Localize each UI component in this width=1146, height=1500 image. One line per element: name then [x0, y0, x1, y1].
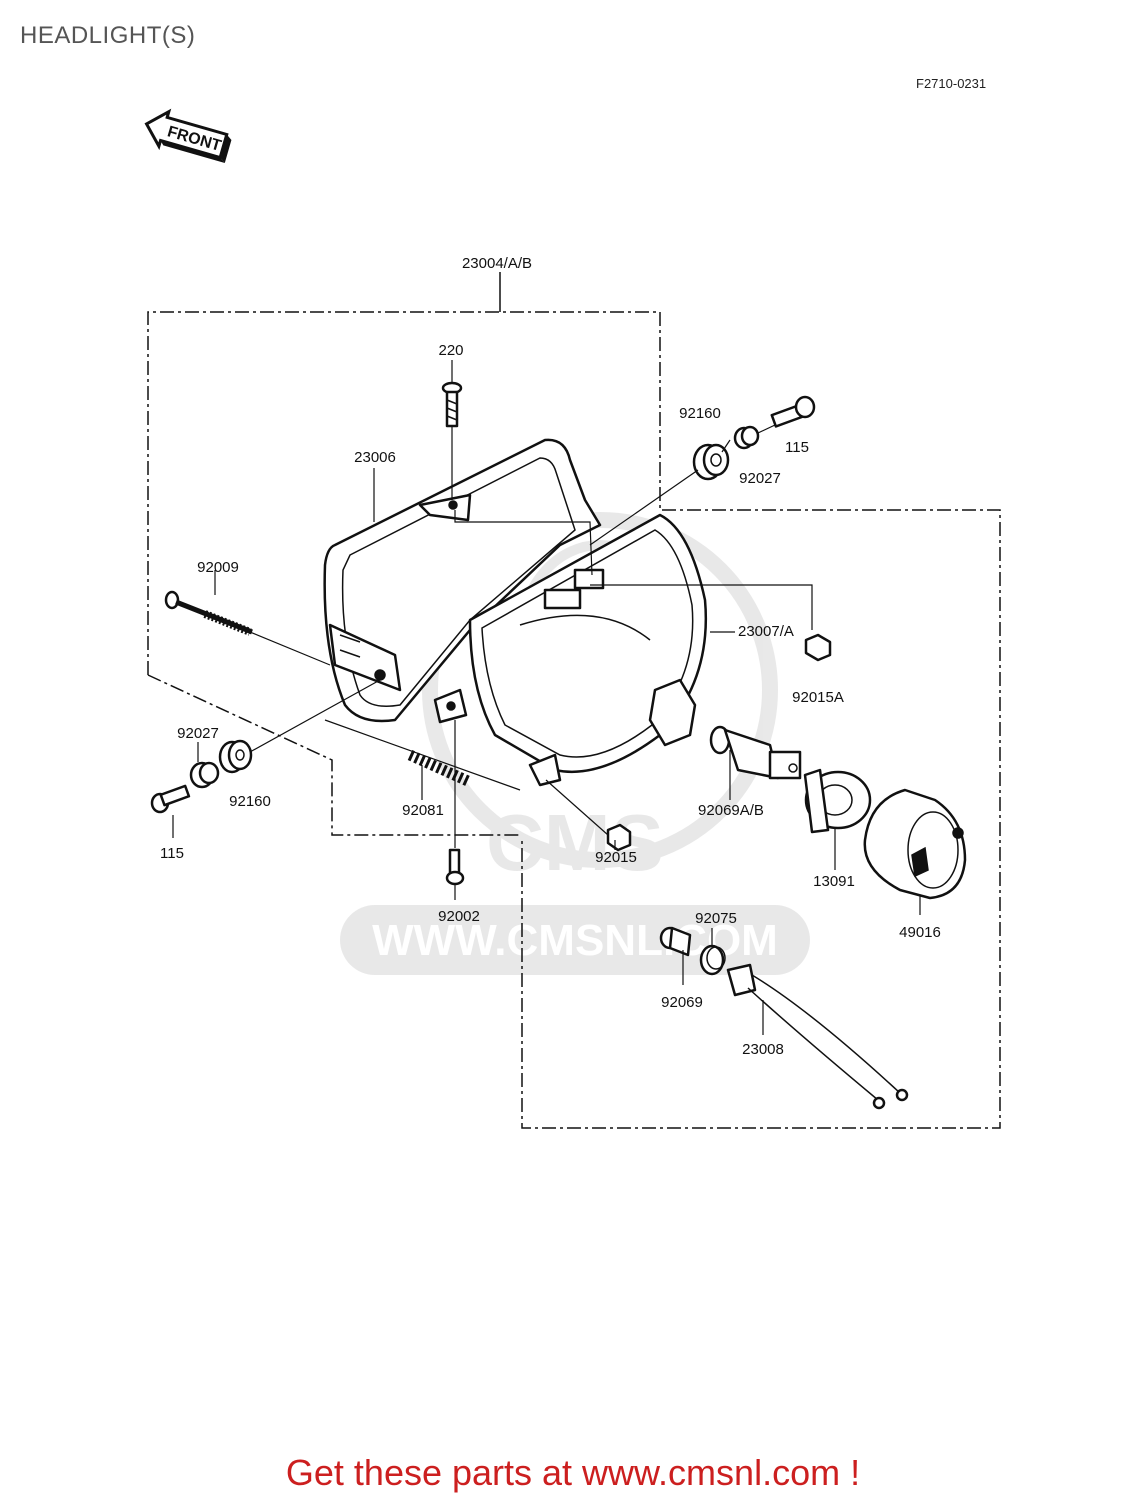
grommet-92160-left-icon: [218, 739, 253, 774]
label-220: 220: [438, 342, 463, 359]
label-115-right: 115: [785, 439, 809, 456]
collar-92027-right-icon: [733, 425, 760, 450]
label-13091: 13091: [813, 873, 855, 890]
bolt-115-left-icon: [150, 784, 191, 814]
screw-92002-icon: [445, 848, 465, 886]
label-92009: 92009: [197, 559, 239, 576]
spring-92081-icon: [407, 749, 473, 788]
front-arrow-icon: FRONT: [144, 108, 232, 164]
nut-92015a-icon: [804, 633, 832, 662]
headlight-unit-icon: [468, 513, 708, 787]
collar-92027-left-icon: [189, 761, 220, 789]
label-49016: 49016: [899, 924, 941, 941]
bulb-92069-icon: [659, 926, 692, 957]
label-92160-left: 92160: [229, 793, 271, 810]
label-92002: 92002: [438, 908, 480, 925]
bolt-115-right-icon: [770, 395, 816, 428]
label-92015: 92015: [595, 849, 637, 866]
lead-23008-icon: [726, 963, 909, 1110]
bulb-92069ab-icon: [709, 725, 802, 780]
socket-92075-icon: [699, 944, 726, 976]
cover-49016-icon: [863, 788, 967, 900]
label-92081: 92081: [402, 802, 444, 819]
watermark-brand: CMS: [486, 798, 664, 887]
adjust-screw-92009-icon: [164, 590, 253, 636]
assembly-bracket: [147, 272, 1001, 1129]
figure-code: F2710-0231: [916, 76, 987, 91]
grommet-92160-right-icon: [692, 443, 730, 481]
label-92160-right: 92160: [679, 405, 721, 422]
watermark: CMS WWW.CMSNL.COM: [340, 512, 810, 975]
label-92069ab: 92069A/B: [698, 802, 764, 819]
promo-banner-link[interactable]: Get these parts at www.cmsnl.com !: [285, 1452, 861, 1493]
label-23004: 23004/A/B: [462, 255, 532, 272]
socket-13091-icon: [803, 768, 872, 834]
label-92069: 92069: [661, 994, 703, 1011]
label-23007a: 23007/A: [738, 623, 794, 640]
label-92027-left: 92027: [177, 725, 219, 742]
label-115-left: 115: [160, 845, 184, 862]
callout-labels: 23004/A/B 220 23006 92160 115 92027 9200…: [160, 255, 941, 1058]
leader-lines: [172, 360, 921, 1035]
screw-220-icon: [441, 381, 463, 428]
parts-diagram: CMS WWW.CMSNL.COM FRONT: [144, 108, 1001, 1129]
headlight-rim-icon: [323, 438, 602, 724]
nut-92015-icon: [606, 823, 632, 852]
label-92027-right: 92027: [739, 470, 781, 487]
page-title: HEADLIGHT(S): [20, 22, 196, 49]
label-92075: 92075: [695, 910, 737, 927]
label-23006: 23006: [354, 449, 396, 466]
label-92015a: 92015A: [792, 689, 844, 706]
label-23008: 23008: [742, 1041, 784, 1058]
